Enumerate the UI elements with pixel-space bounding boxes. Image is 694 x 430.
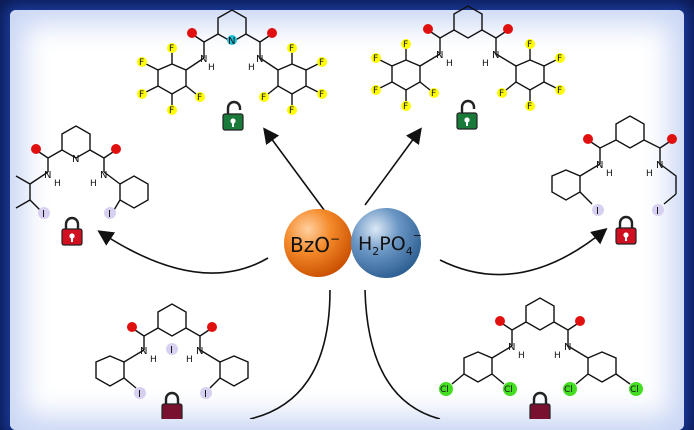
iodine-label: I — [42, 209, 45, 220]
diagram-canvas: BzO− H2PO4− — [15, 5, 677, 419]
h-label: H — [606, 169, 613, 179]
h-label: H — [482, 59, 489, 69]
fluorine-label: F — [373, 86, 378, 96]
fluorine-label: F — [431, 89, 436, 99]
benzoate-charge: − — [330, 232, 340, 246]
nh-label: N — [200, 54, 207, 65]
arrow-to-right — [439, 227, 608, 276]
fluorine-label: F — [139, 58, 144, 68]
nh-label: N — [564, 342, 571, 353]
h-label: H — [518, 351, 525, 361]
h-label: H — [54, 179, 61, 189]
h-label: H — [446, 59, 453, 69]
svg-text:BzO−: BzO− — [290, 232, 340, 257]
fluorine-label: F — [557, 54, 562, 64]
benzoate-label: BzO — [290, 233, 330, 257]
fluorine-label: F — [499, 89, 504, 99]
reaction-arrows — [97, 127, 608, 419]
nh-label: N — [492, 50, 499, 61]
phosphate-h: H — [358, 233, 372, 255]
nh-label: N — [656, 160, 663, 171]
atoms-right: N H N H I I — [583, 134, 677, 246]
nh-label: N — [140, 346, 147, 357]
nh-label: N — [508, 342, 515, 353]
locked-padlock-icon — [60, 216, 84, 247]
phosphate-po: PO — [379, 233, 405, 255]
arrow-to-top-left — [263, 127, 331, 219]
iodine-label: I — [596, 206, 599, 217]
arrow-to-bottom-left — [249, 289, 331, 419]
iodine-label: I — [170, 345, 173, 356]
iodine-label: I — [656, 206, 659, 217]
h-label: H — [646, 169, 653, 179]
graphical-abstract: BzO− H2PO4− — [10, 5, 684, 430]
pyridine-n-label: N — [72, 154, 79, 165]
h-label: H — [150, 355, 157, 365]
locked-padlock-icon — [528, 391, 552, 419]
iodine-label: I — [204, 389, 207, 400]
unlocked-padlock-icon — [221, 100, 245, 132]
fluorine-label: F — [527, 102, 532, 112]
nh-label: N — [44, 170, 51, 181]
chlorine-label: Cl — [504, 385, 513, 395]
molecule-isophthalamide-iodophenyl-right — [551, 115, 677, 205]
chlorine-label: Cl — [564, 385, 573, 395]
fluorine-label: F — [319, 58, 324, 68]
arrow-to-top-right — [364, 127, 422, 206]
fluorine-label: F — [319, 90, 324, 100]
atoms-left: N N H N H I I — [31, 144, 121, 247]
h-label: H — [186, 355, 193, 365]
iodine-label: I — [108, 209, 111, 220]
locked-padlock-icon — [160, 391, 184, 419]
molecule-pyridine-pentafluorophenyl — [145, 9, 319, 106]
atoms-bottom-right: N H N H Cl Cl Cl Cl — [439, 316, 643, 419]
nh-label: N — [100, 170, 107, 181]
phosphate-h-sub: 2 — [372, 245, 379, 258]
atoms-top-right: N H N H F F F F F F F F F F — [371, 24, 565, 131]
svg-text:H2PO4−: H2PO4− — [358, 229, 422, 258]
pyridine-n-label: N — [228, 36, 235, 47]
atoms-top-left: N N H N H F F F F F F F F F F — [137, 28, 327, 132]
fluorine-label: F — [169, 44, 174, 54]
fluorine-label: F — [197, 93, 202, 103]
h-label: H — [248, 63, 255, 73]
dihydrogen-phosphate-sphere: H2PO4− — [351, 208, 422, 278]
fluorine-label: F — [289, 106, 294, 116]
nh-label: N — [596, 160, 603, 171]
chlorine-label: Cl — [440, 385, 449, 395]
phosphate-charge: − — [413, 229, 422, 242]
nh-label: N — [196, 346, 203, 357]
nh-label: N — [436, 50, 443, 61]
molecule-isophthalamide-pentafluorophenyl — [379, 5, 557, 102]
white-panel — [10, 10, 684, 430]
h-label: H — [90, 179, 97, 189]
fluorine-label: F — [557, 86, 562, 96]
fluorine-label: F — [261, 93, 266, 103]
unlocked-padlock-icon — [455, 99, 479, 131]
benzoate-sphere: BzO− — [284, 209, 352, 277]
fluorine-label: F — [169, 106, 174, 116]
fluorine-label: F — [139, 90, 144, 100]
fluorine-label: F — [403, 40, 408, 50]
nh-label: N — [256, 54, 263, 65]
fluorine-label: F — [403, 102, 408, 112]
molecule-isophthalamide-dichlorophenyl — [451, 297, 631, 385]
iodine-label: I — [138, 389, 141, 400]
atoms-bottom-left: N H N H I I I — [127, 322, 217, 419]
h-label: H — [554, 351, 561, 361]
locked-padlock-icon — [614, 215, 638, 246]
fluorine-label: F — [289, 44, 294, 54]
molecule-pyridine-iodophenyl — [15, 125, 149, 211]
chlorine-label: Cl — [630, 385, 639, 395]
phosphate-po-sub: 4 — [406, 245, 413, 258]
arrow-to-bottom-right — [364, 289, 441, 419]
fluorine-label: F — [527, 40, 532, 50]
arrow-to-left — [97, 230, 269, 274]
h-label: H — [208, 63, 215, 73]
fluorine-label: F — [373, 54, 378, 64]
